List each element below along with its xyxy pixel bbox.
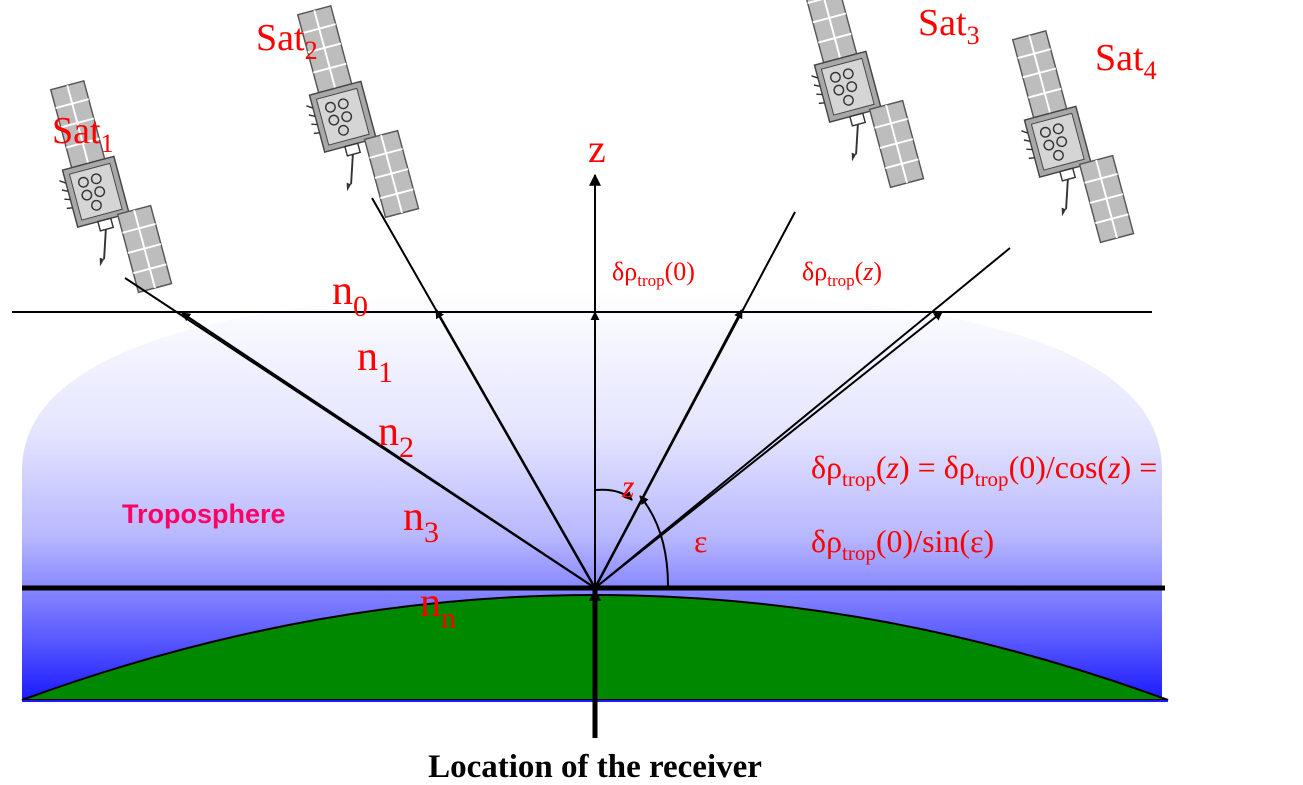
slant-delay-label: δρtrop(z): [802, 257, 882, 290]
ray-arrow-sat1: [181, 312, 596, 589]
zenith-angle-arc: [594, 488, 633, 501]
zenith-delay-label: δρtrop(0): [612, 257, 695, 290]
troposphere-region: [22, 290, 1162, 700]
satellite-1-icon: [35, 71, 173, 306]
ray-arrow-sat4: [594, 311, 943, 589]
satellite-3-icon: [787, 0, 925, 201]
layer-n2-label: n2: [378, 409, 414, 464]
layer-nn-label: nn: [420, 580, 456, 635]
layer-n0-label: n0: [332, 268, 368, 323]
formula-line-2: δρtrop(0)/sin(ε): [811, 523, 994, 565]
layer-n1-label: n1: [357, 334, 393, 389]
sat4-label: Sat4: [1095, 37, 1157, 85]
receiver-label: Location of the receiver: [428, 749, 762, 785]
formula-line-1: δρtrop(z) = δρtrop(0)/cos(z) =: [811, 449, 1157, 491]
elevation-angle-label: ε: [694, 523, 707, 559]
troposphere-label: Troposphere: [122, 499, 286, 529]
signal-path-sat4: [594, 247, 1011, 589]
elevation-angle-arc: [639, 495, 669, 587]
zenith-axis-label: z: [588, 126, 606, 171]
sat1-label: Sat1: [52, 110, 114, 158]
ray-arrow-sat3: [593, 309, 744, 589]
sat3-label: Sat3: [918, 2, 980, 50]
layer-n3-label: n3: [403, 494, 439, 549]
zenith-angle-label: z: [621, 468, 635, 504]
ray-arrow-sat2: [434, 309, 597, 589]
sat2-label: Sat2: [256, 17, 318, 65]
